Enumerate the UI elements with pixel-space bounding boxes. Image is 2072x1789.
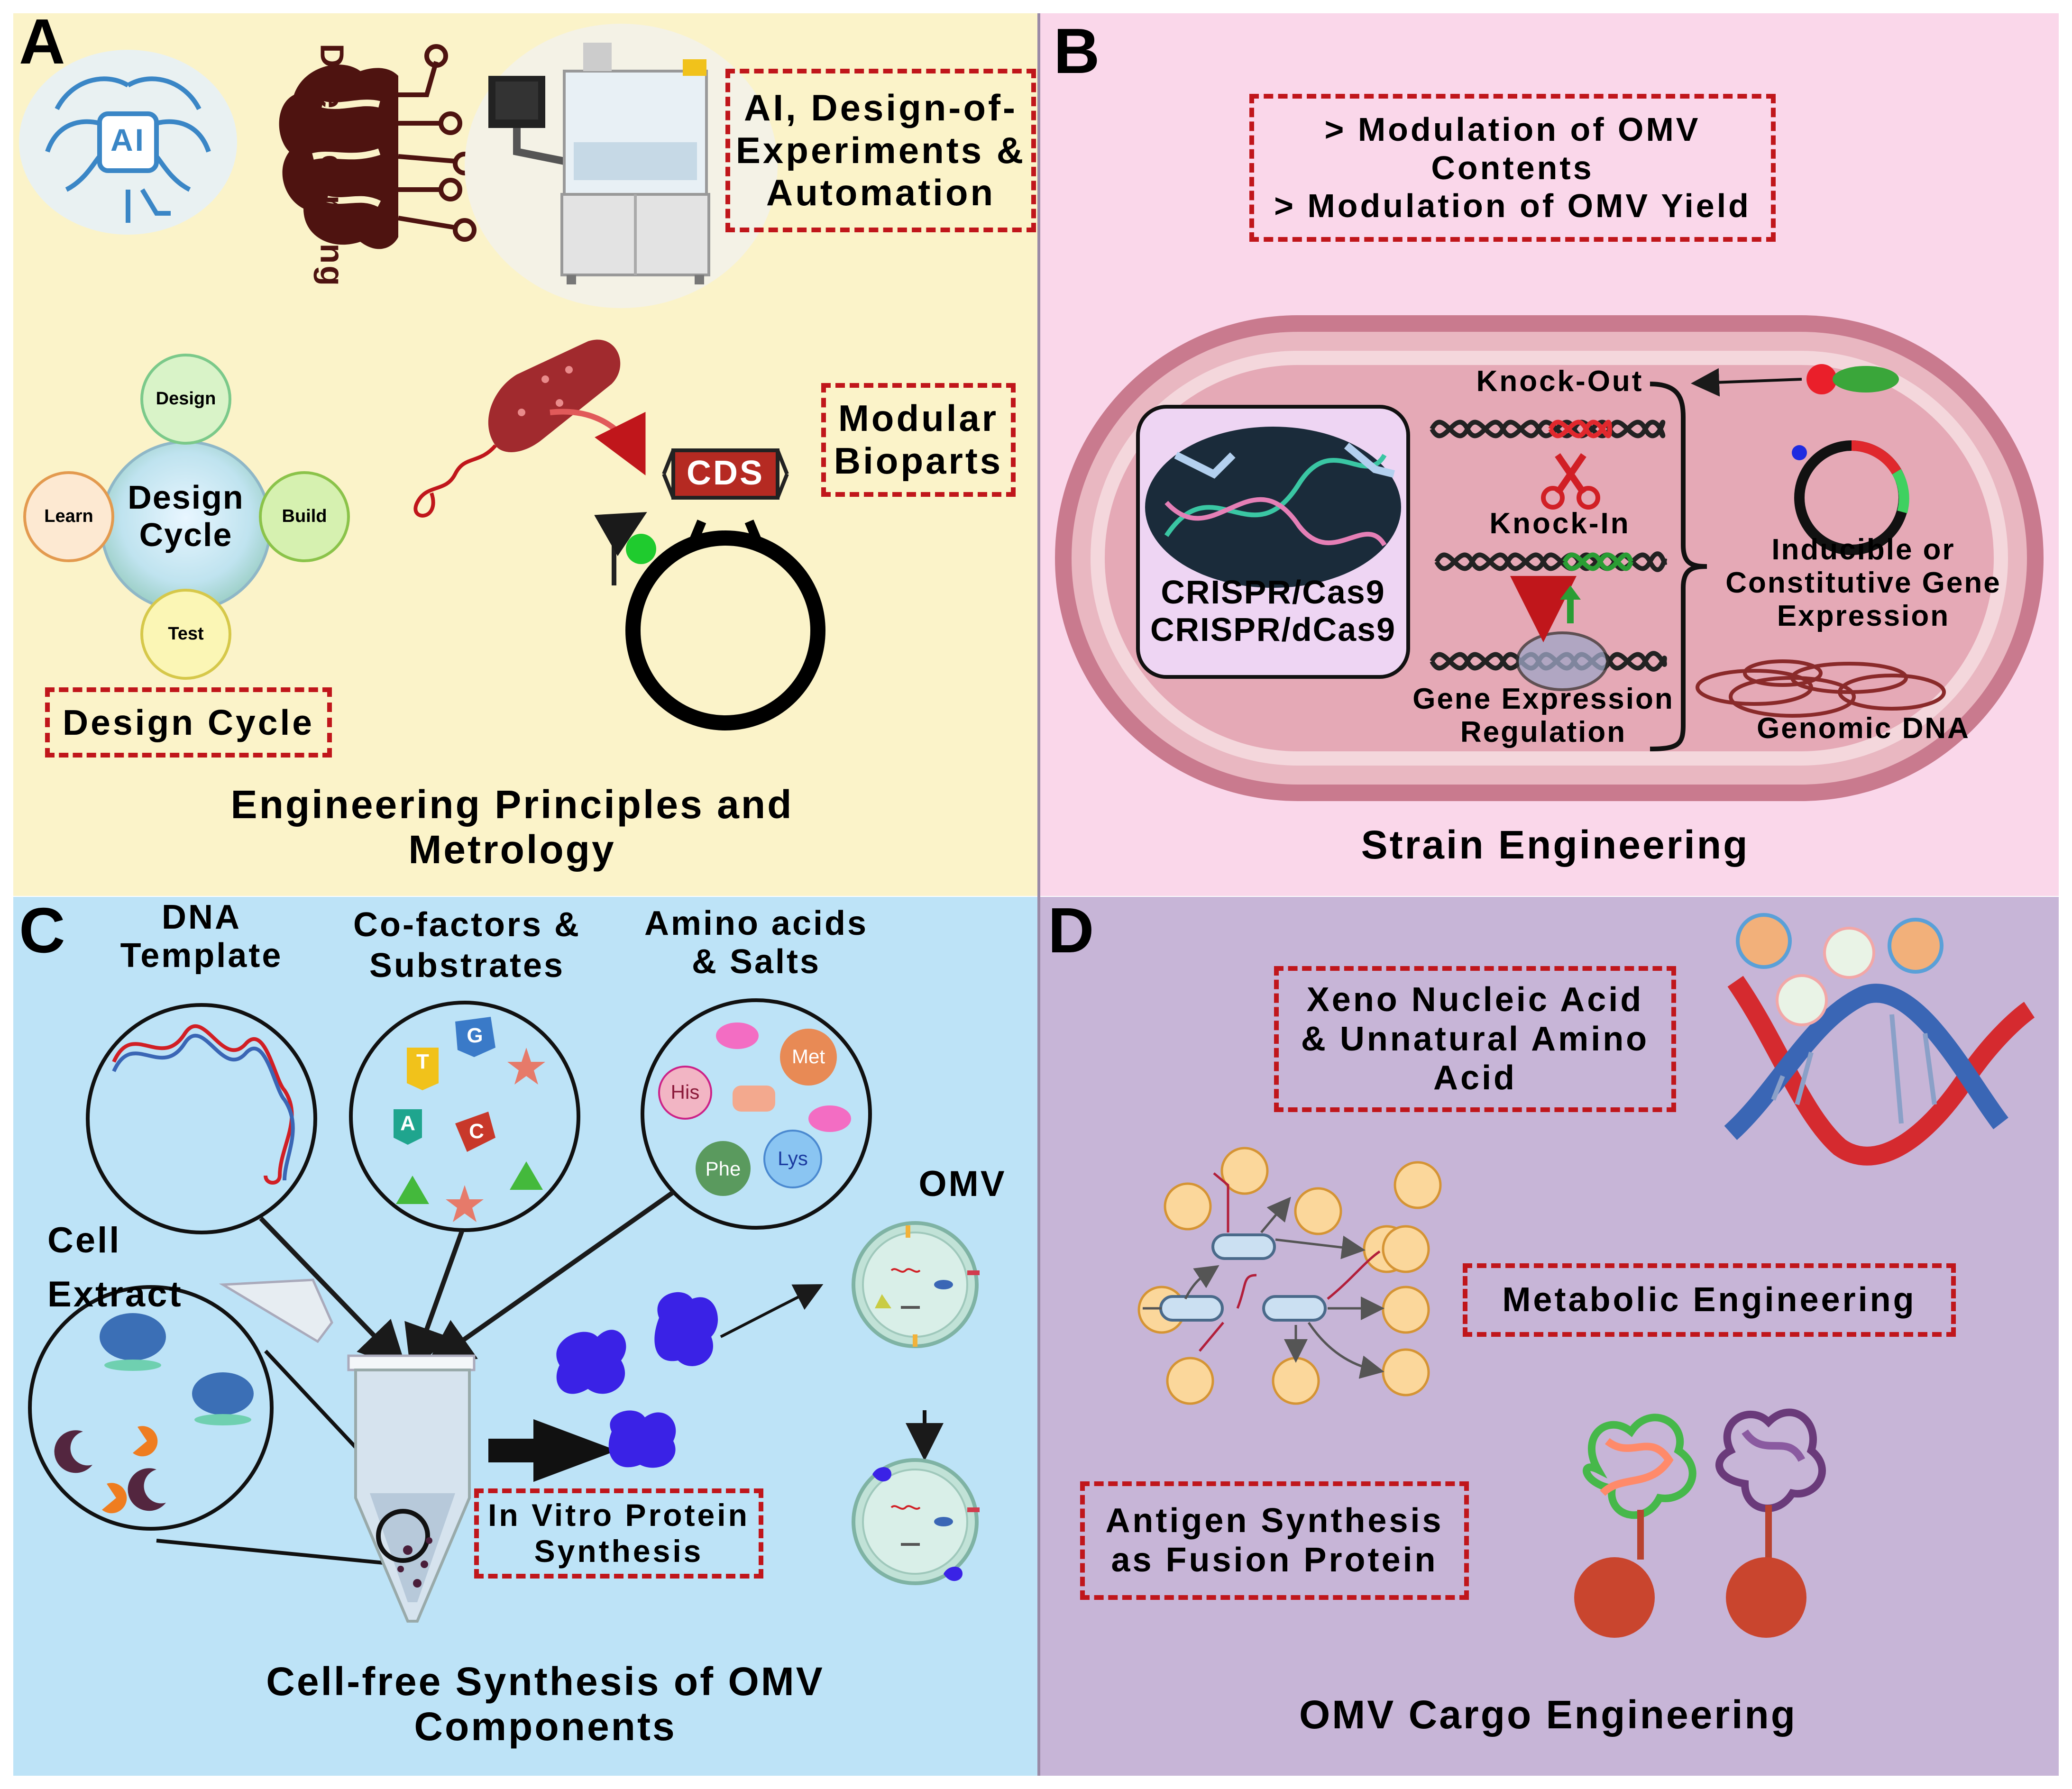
cell-extract-label: Cell Extract xyxy=(47,1220,183,1314)
knock-out-label: Knock-Out xyxy=(1476,365,1644,398)
bacterium-icon xyxy=(413,339,646,518)
dna-helix-icon xyxy=(1430,420,1668,672)
scissors-icon xyxy=(1541,453,1600,510)
nt-a-label: A xyxy=(400,1112,415,1135)
metabolite-node-icon xyxy=(1137,1147,1442,1405)
panel-d-letter: D xyxy=(1048,894,1094,966)
cycle-node-build xyxy=(259,471,350,562)
aa-his-label: His xyxy=(670,1081,700,1103)
cofactors-label: Co-factors & Substrates xyxy=(353,906,581,985)
cycle-node-learn xyxy=(23,471,114,562)
crispr-icon xyxy=(1136,405,1410,679)
metabolic-network xyxy=(1137,1147,1442,1405)
xeno-nucleic-acid-box: Xeno Nucleic Acid & Unnatural Amino Acid xyxy=(1274,966,1676,1112)
panel-c-title: Cell-free Synthesis of OMV Components xyxy=(266,1659,825,1749)
cycle-test-label: Test xyxy=(168,624,204,644)
panel-c-letter: C xyxy=(19,894,65,966)
nt-c-label: C xyxy=(469,1120,484,1143)
aa-lys-label: Lys xyxy=(778,1147,808,1169)
omv-label: OMV xyxy=(918,1164,1007,1204)
aa-met-label: Met xyxy=(791,1045,825,1068)
metabolic-engineering-box: Metabolic Engineering xyxy=(1463,1263,1956,1337)
genomic-dna-icon xyxy=(1696,659,1946,718)
vesicle-icon xyxy=(852,1221,980,1348)
cofactors-circle xyxy=(349,1001,580,1232)
deep-learning-label: Deep learning xyxy=(313,44,351,288)
panel-d-title: OMV Cargo Engineering xyxy=(1299,1692,1797,1737)
fusion-protein-icon xyxy=(1574,1408,1826,1638)
cycle-learn-label: Learn xyxy=(44,506,93,526)
inducible-expression-label: Inducible or Constitutive Gene Expressio… xyxy=(1725,533,2001,633)
omv-modulation-box: > Modulation of OMV Contents > Modulatio… xyxy=(1249,94,1776,242)
cycle-build-label: Build xyxy=(282,506,327,526)
design-cycle-diagram xyxy=(23,354,350,680)
panel-b-title: Strain Engineering xyxy=(1361,822,1750,867)
arrows-to-tube xyxy=(259,1190,675,1374)
cycle-design-label: Design xyxy=(156,389,216,409)
plasmid-icon xyxy=(594,448,825,730)
lab-robot-icon xyxy=(465,24,778,308)
ai-brain-icon xyxy=(19,50,237,235)
ai-chip-label: AI xyxy=(110,122,146,157)
aa-phe-label: Phe xyxy=(705,1158,741,1180)
modular-bioparts-box: Modular Bioparts xyxy=(821,383,1016,497)
amino-acids-label: Amino acids & Salts xyxy=(644,904,869,981)
phage-icon xyxy=(1806,364,1899,394)
crispr-label: CRISPR/Cas9 CRISPR/dCas9 xyxy=(1150,574,1396,648)
nt-t-label: T xyxy=(416,1050,429,1073)
ai-automation-box: AI, Design-of- Experiments & Automation xyxy=(725,69,1036,232)
cds-label: CDS xyxy=(686,454,764,492)
dna-template-label: DNA Template xyxy=(120,898,283,975)
panel-b-letter: B xyxy=(1054,15,1100,87)
test-tube-icon xyxy=(219,1278,476,1623)
deep-learning-head-icon xyxy=(279,44,477,249)
cycle-node-design xyxy=(140,354,231,445)
antigen-synthesis-box: Antigen Synthesis as Fusion Protein xyxy=(1080,1481,1469,1600)
genomic-dna-label: Genomic DNA xyxy=(1757,712,1970,745)
panel-a-title: Engineering Principles and Metrology xyxy=(230,782,794,872)
nt-g-label: G xyxy=(467,1024,483,1047)
panel-a-letter: A xyxy=(19,6,65,77)
design-cycle-center-label: Design Cycle xyxy=(128,479,244,554)
cycle-node-test xyxy=(140,589,231,680)
xna-dna-icon xyxy=(1724,913,2035,1166)
amino-acids-circle xyxy=(641,998,872,1230)
vesicle-icon xyxy=(852,1458,980,1585)
in-vitro-synthesis-box: In Vitro Protein Synthesis xyxy=(474,1488,763,1579)
knock-in-label: Knock-In xyxy=(1489,507,1631,540)
design-cycle-box: Design Cycle xyxy=(45,687,332,758)
cell-extract-circle xyxy=(28,1285,274,1531)
dna-template-circle xyxy=(86,1003,317,1234)
expression-plasmid-icon xyxy=(1792,440,1909,555)
protein-icon xyxy=(556,1292,718,1468)
gene-regulation-label: Gene Expression Regulation xyxy=(1412,683,1674,749)
